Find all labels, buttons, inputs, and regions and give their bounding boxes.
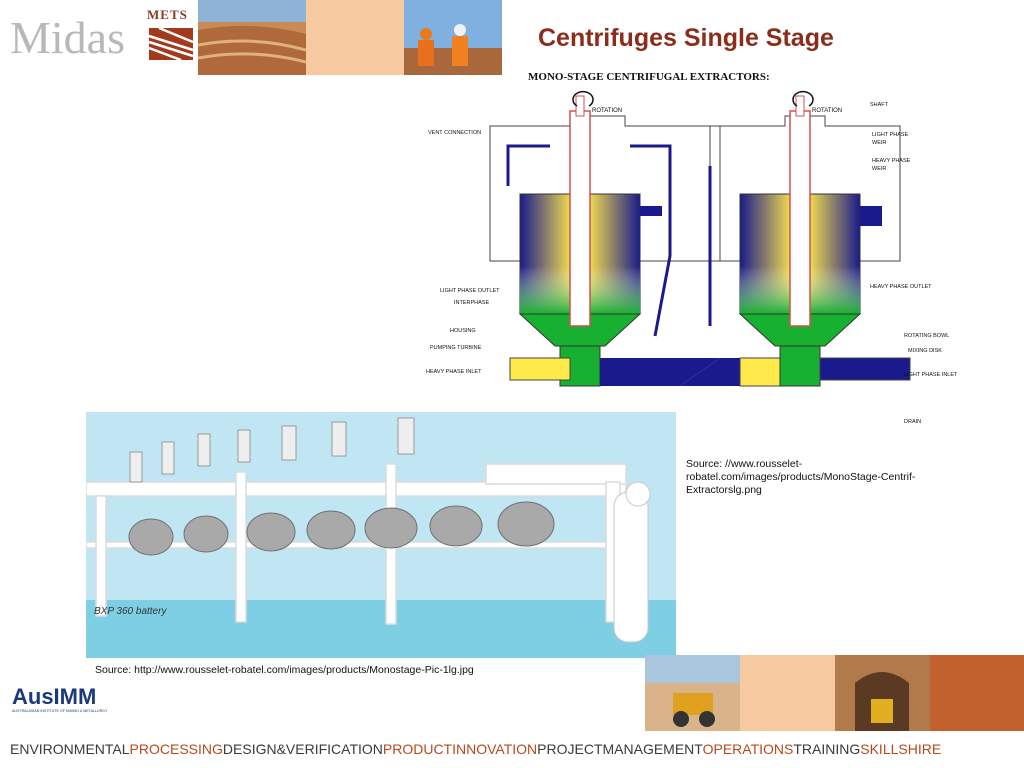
header-peach-block (306, 0, 404, 75)
header-mine-pit-photo (198, 0, 306, 75)
photo-source-citation: Source: http://www.rousselet-robatel.com… (95, 664, 474, 676)
tagline-segment: DESIGN&VERIFICATION (222, 741, 383, 757)
tagline-segment: SKILLSHIRE (860, 741, 942, 757)
midas-logo: Midas (10, 12, 125, 63)
tagline-segment: PROJECTMANAGEMENT (537, 741, 703, 757)
extractor-battery-photo: BXP 360 battery (86, 412, 676, 658)
svg-text:SHAFT: SHAFT (870, 102, 889, 108)
svg-text:PUMPING TURBINE: PUMPING TURBINE (430, 345, 482, 351)
left-extractor-unit (489, 95, 721, 387)
tagline-segment: PROCESSING (129, 741, 223, 757)
footer-tagline: ENVIRONMENTALPROCESSINGDESIGN&VERIFICATI… (10, 741, 941, 757)
svg-text:ROTATING BOWL: ROTATING BOWL (904, 333, 949, 339)
tagline-segment: TRAINING (793, 741, 861, 757)
centrifugal-extractor-diagram: MONO-STAGE CENTRIFUGAL EXTRACTORS: ROTAT… (426, 71, 958, 425)
diagram-source-citation: Source: //www.rousselet- robatel.com/ima… (686, 458, 916, 496)
tagline-segment: ENVIRONMENTAL (10, 741, 130, 757)
footer-peach-block (740, 655, 835, 731)
footer-rust-block (930, 655, 1024, 731)
svg-text:LIGHT PHASE OUTLET: LIGHT PHASE OUTLET (440, 288, 500, 294)
svg-text:LIGHT PHASE: LIGHT PHASE (872, 132, 909, 138)
svg-text:HEAVY PHASE OUTLET: HEAVY PHASE OUTLET (870, 284, 932, 290)
slide-title: Centrifuges Single Stage (538, 24, 834, 52)
svg-text:HEAVY PHASE: HEAVY PHASE (872, 158, 911, 164)
right-callouts: SHAFT LIGHT PHASE WEIR HEAVY PHASE WEIR … (870, 102, 958, 425)
footer-loader-photo (645, 655, 740, 731)
svg-text:HEAVY PHASE INLET: HEAVY PHASE INLET (426, 369, 482, 375)
svg-text:ROTATION: ROTATION (592, 108, 622, 114)
svg-text:AusIMM: AusIMM (12, 684, 96, 709)
ausimm-logo: AusIMM AUSTRALASIAN INSTITUTE OF MINING … (12, 684, 108, 713)
left-callouts: VENT CONNECTION LIGHT PHASE OUTLET INTER… (426, 130, 500, 375)
tagline-segment: PRODUCTINNOVATION (382, 741, 538, 757)
mets-badge-text: METS (147, 7, 188, 22)
svg-text:AUSTRALASIAN INSTITUTE OF MINI: AUSTRALASIAN INSTITUTE OF MINING & METAL… (12, 709, 108, 713)
svg-text:HOUSING: HOUSING (450, 328, 476, 334)
svg-text:VENT CONNECTION: VENT CONNECTION (428, 130, 481, 136)
svg-text:WEIR: WEIR (872, 166, 886, 172)
header-workers-photo (404, 0, 502, 75)
svg-text:DRAIN: DRAIN (904, 419, 921, 425)
footer-tunnel-photo (835, 655, 930, 731)
diagram-heading: MONO-STAGE CENTRIFUGAL EXTRACTORS: (528, 71, 770, 83)
mets-badge-logo (145, 6, 197, 62)
svg-text:INTERPHASE: INTERPHASE (454, 300, 489, 306)
right-extractor-unit (708, 95, 911, 387)
tagline-segment: OPERATIONS (702, 741, 794, 757)
photo-caption: BXP 360 battery (94, 606, 167, 617)
svg-text:LIGHT PHASE INLET: LIGHT PHASE INLET (904, 372, 958, 378)
svg-text:ROTATION: ROTATION (812, 108, 842, 114)
svg-text:MIXING DISK: MIXING DISK (908, 348, 942, 354)
svg-text:WEIR: WEIR (872, 140, 886, 146)
